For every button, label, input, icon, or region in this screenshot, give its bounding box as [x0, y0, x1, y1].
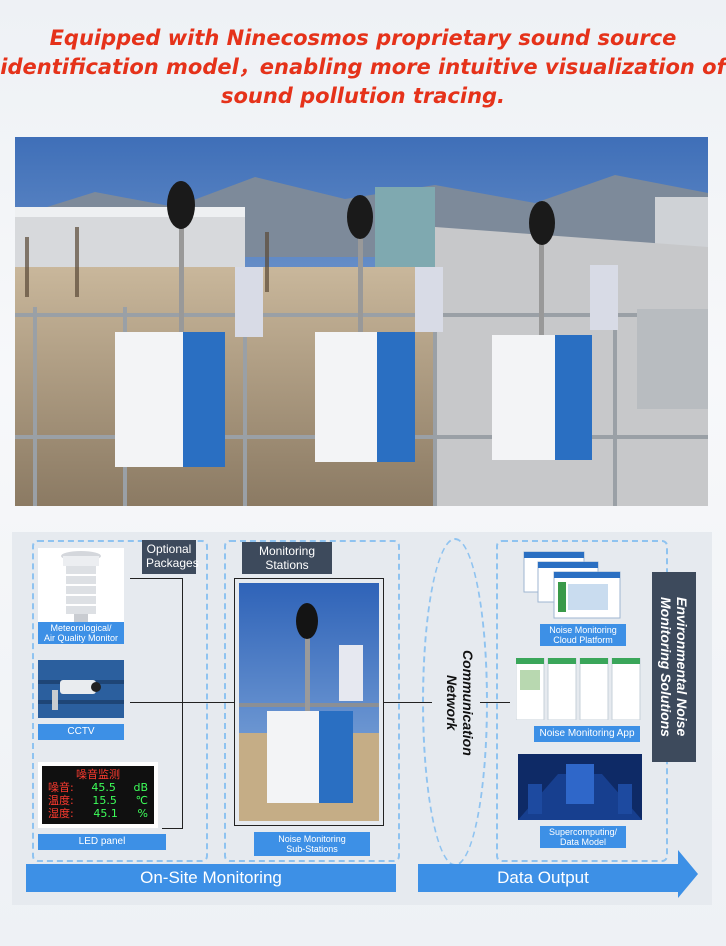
communication-network-label: Communication Network	[444, 650, 476, 756]
cloud-platform-image	[520, 548, 640, 622]
led-noise-value: 45.5	[91, 781, 116, 794]
supercomputing-image	[518, 754, 642, 820]
led-noise-label: 噪音:	[48, 781, 74, 794]
substations-caption: Noise Monitoring Sub-Stations	[254, 832, 370, 856]
led-noise-unit: dB	[133, 781, 148, 794]
cctv-image	[38, 660, 124, 718]
supercomputing-caption: Supercomputing/ Data Model	[540, 826, 626, 848]
connector-line	[130, 578, 182, 579]
data-output-bar: Data Output	[418, 864, 668, 892]
connector-line	[384, 702, 432, 703]
led-temp-value: 15.5	[92, 794, 117, 807]
cctv-caption: CCTV	[38, 724, 124, 740]
solutions-title: Environmental Noise Monitoring Solutions	[652, 572, 696, 762]
led-humidity-unit: %	[137, 807, 148, 820]
headline: Equipped with Ninecosmos proprietary sou…	[0, 24, 726, 111]
headline-line-1: Equipped with Ninecosmos proprietary sou…	[49, 26, 677, 50]
headline-line-3: sound pollution tracing.	[220, 84, 506, 108]
led-humidity-value: 45.1	[93, 807, 118, 820]
led-humidity-label: 湿度:	[48, 807, 74, 820]
led-temp-unit: ℃	[135, 794, 148, 807]
led-temp-label: 温度:	[48, 794, 74, 807]
cloud-platform-caption: Noise Monitoring Cloud Platform	[540, 624, 626, 646]
monitoring-stations-photo	[15, 137, 708, 506]
noise-app-image	[516, 658, 642, 720]
monitoring-stations-group	[224, 540, 400, 862]
connector-line	[162, 828, 183, 829]
optional-packages-group	[32, 540, 208, 862]
optional-packages-label: Optional Packages	[142, 540, 199, 574]
led-panel-image: 噪音监测 噪音: 45.5 dB 温度: 15.5 ℃ 湿度: 45.1 %	[38, 762, 158, 828]
substation-frame	[234, 578, 384, 826]
on-site-monitoring-bar: On-Site Monitoring	[26, 864, 396, 892]
connector-line	[130, 702, 234, 703]
arrow-right-icon	[668, 850, 698, 898]
led-panel-caption: LED panel	[38, 834, 166, 850]
meteorological-caption: Meteorological/ Air Quality Monitor	[38, 622, 124, 644]
connector-line	[182, 578, 183, 828]
noise-app-caption: Noise Monitoring App	[534, 726, 640, 742]
headline-line-2: identification model，enabling more intui…	[0, 55, 726, 79]
monitoring-stations-label: Monitoring Stations	[242, 542, 332, 574]
connector-line	[480, 702, 510, 703]
led-title: 噪音监测	[76, 768, 120, 781]
meteorological-monitor-image	[38, 548, 124, 628]
system-diagram: Optional Packages Meteorological/ Air Qu…	[12, 532, 712, 905]
